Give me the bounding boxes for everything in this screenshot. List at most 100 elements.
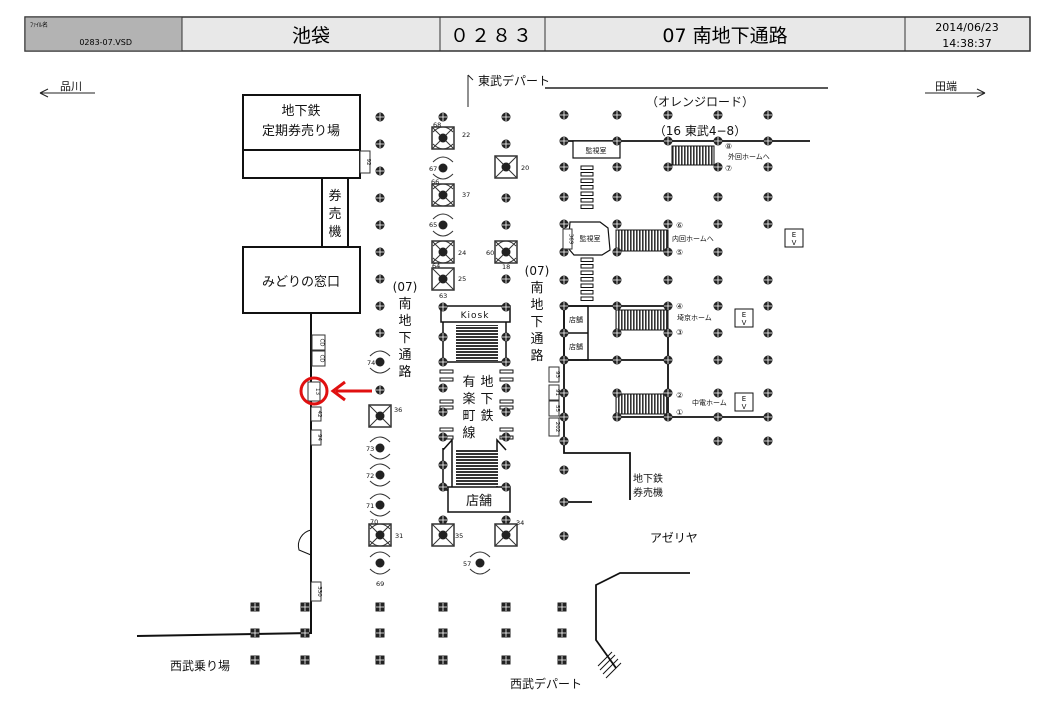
direction-shinagawa: 品川 xyxy=(60,80,82,93)
pillar-icon xyxy=(559,465,569,475)
platform-number: ④ xyxy=(676,302,683,311)
pillar-icon xyxy=(713,301,723,311)
elevator-label: V xyxy=(792,239,797,247)
pillar-icon xyxy=(663,192,673,202)
pillar-icon xyxy=(375,385,385,395)
elevator-label: V xyxy=(742,319,747,327)
pillar-icon xyxy=(612,162,622,172)
pillar-icon xyxy=(663,328,673,338)
passage-text: 地 xyxy=(530,298,543,313)
passage-text: 地 xyxy=(398,314,411,329)
square-pillar-icon xyxy=(300,655,310,665)
square-pillar-icon xyxy=(300,628,310,638)
yurakucho-text: 地 xyxy=(480,375,493,390)
pillar-icon xyxy=(663,301,673,311)
wall-box-label: CD xyxy=(319,338,325,346)
yurakucho-text: 町 xyxy=(462,409,475,424)
pillar-icon xyxy=(763,275,773,285)
platform-number: ② xyxy=(676,391,683,400)
pillar-icon xyxy=(713,328,723,338)
azeria-label: アゼリヤ xyxy=(650,531,698,545)
pillar-icon xyxy=(612,219,622,229)
wall-box: CD xyxy=(311,334,326,351)
pillar-icon xyxy=(559,162,569,172)
pillar-icon xyxy=(501,515,511,525)
pillar-icon xyxy=(713,219,723,229)
pillar-icon xyxy=(713,192,723,202)
tobu-dept-marker: 東武デパート xyxy=(467,73,828,107)
subway-ticket-label: 券売機 xyxy=(633,486,663,499)
wall-box: 92 xyxy=(359,150,371,174)
square-pillar-icon xyxy=(250,602,260,612)
tobu-gate-label: （16 東武4−8） xyxy=(654,124,746,138)
gate-number: 69 xyxy=(376,580,384,588)
wall-box: 42 xyxy=(310,406,322,422)
elevator-icon: EV xyxy=(734,392,754,412)
orange-road-label: （オレンジロード） xyxy=(646,95,754,109)
pillar-icon xyxy=(713,136,723,146)
pillar-icon xyxy=(763,355,773,365)
passage-text: 通 xyxy=(530,332,543,347)
pillar-icon xyxy=(438,357,448,367)
pillar-icon xyxy=(713,436,723,446)
pillar-icon xyxy=(501,274,511,284)
pillar-icon xyxy=(559,388,569,398)
target-highlight[interactable] xyxy=(299,376,372,406)
ticket-gate-icon xyxy=(369,436,391,460)
pillar-icon xyxy=(763,436,773,446)
wall-box: 330 xyxy=(310,581,322,602)
wall-box: 202 xyxy=(548,417,560,437)
ticket-gate-icon xyxy=(431,267,455,291)
yurakucho-text: 線 xyxy=(462,425,475,441)
pillar-icon xyxy=(713,110,723,120)
pillar-icon xyxy=(559,436,569,446)
yurakucho-text: 有 xyxy=(462,375,475,390)
pillar-icon xyxy=(559,136,569,146)
gate-number: 70 xyxy=(370,518,378,526)
pillar-icon xyxy=(375,220,385,230)
wall-box-label: CD xyxy=(319,354,325,362)
pillar-icon xyxy=(663,275,673,285)
pillar-icon xyxy=(612,355,622,365)
pillar-icon xyxy=(663,219,673,229)
commuter-pass-line1: 地下鉄 xyxy=(281,104,320,119)
right-structures xyxy=(563,140,810,669)
station-code: ０２８３ xyxy=(450,25,534,47)
platform-number: ⑦ xyxy=(725,164,732,173)
pillar-icon xyxy=(501,220,511,230)
area-name: 07 南地下通路 xyxy=(662,25,787,47)
wall-box: 13 xyxy=(307,381,321,402)
pillar-icon xyxy=(501,112,511,122)
pillar-icon xyxy=(438,482,448,492)
passage-text: 下 xyxy=(398,331,411,346)
pillar-icon xyxy=(612,136,622,146)
square-pillar-icon xyxy=(250,628,260,638)
pillar-icon xyxy=(763,192,773,202)
platform-number: ⑥ xyxy=(676,221,683,230)
wall-box: CD xyxy=(311,350,326,367)
highlight-circle[interactable] xyxy=(299,376,329,406)
square-pillar-icon xyxy=(438,628,448,638)
pillar-icon xyxy=(375,166,385,176)
pillar-icon xyxy=(375,301,385,311)
gate-number: 20 xyxy=(521,164,529,172)
ticket-gate-icon xyxy=(369,551,391,575)
elevator-label: V xyxy=(742,403,747,411)
pillar-icon xyxy=(559,110,569,120)
pillar-icon xyxy=(713,355,723,365)
pillar-icon xyxy=(438,460,448,470)
passage-text: (07) xyxy=(393,280,418,294)
pillar-icon xyxy=(713,275,723,285)
wall-box-label: 202 xyxy=(554,422,560,433)
stairs-upper xyxy=(456,325,498,361)
pillar-icon xyxy=(438,112,448,122)
pillar-icon xyxy=(663,136,673,146)
pillar-icon xyxy=(501,482,511,492)
wall-box: 55 xyxy=(548,400,560,417)
passage-text: 南 xyxy=(398,296,411,312)
pillar-icon xyxy=(763,388,773,398)
outer-loop-label: 外回ホームへ xyxy=(728,152,770,161)
elevator-label: E xyxy=(792,231,796,239)
